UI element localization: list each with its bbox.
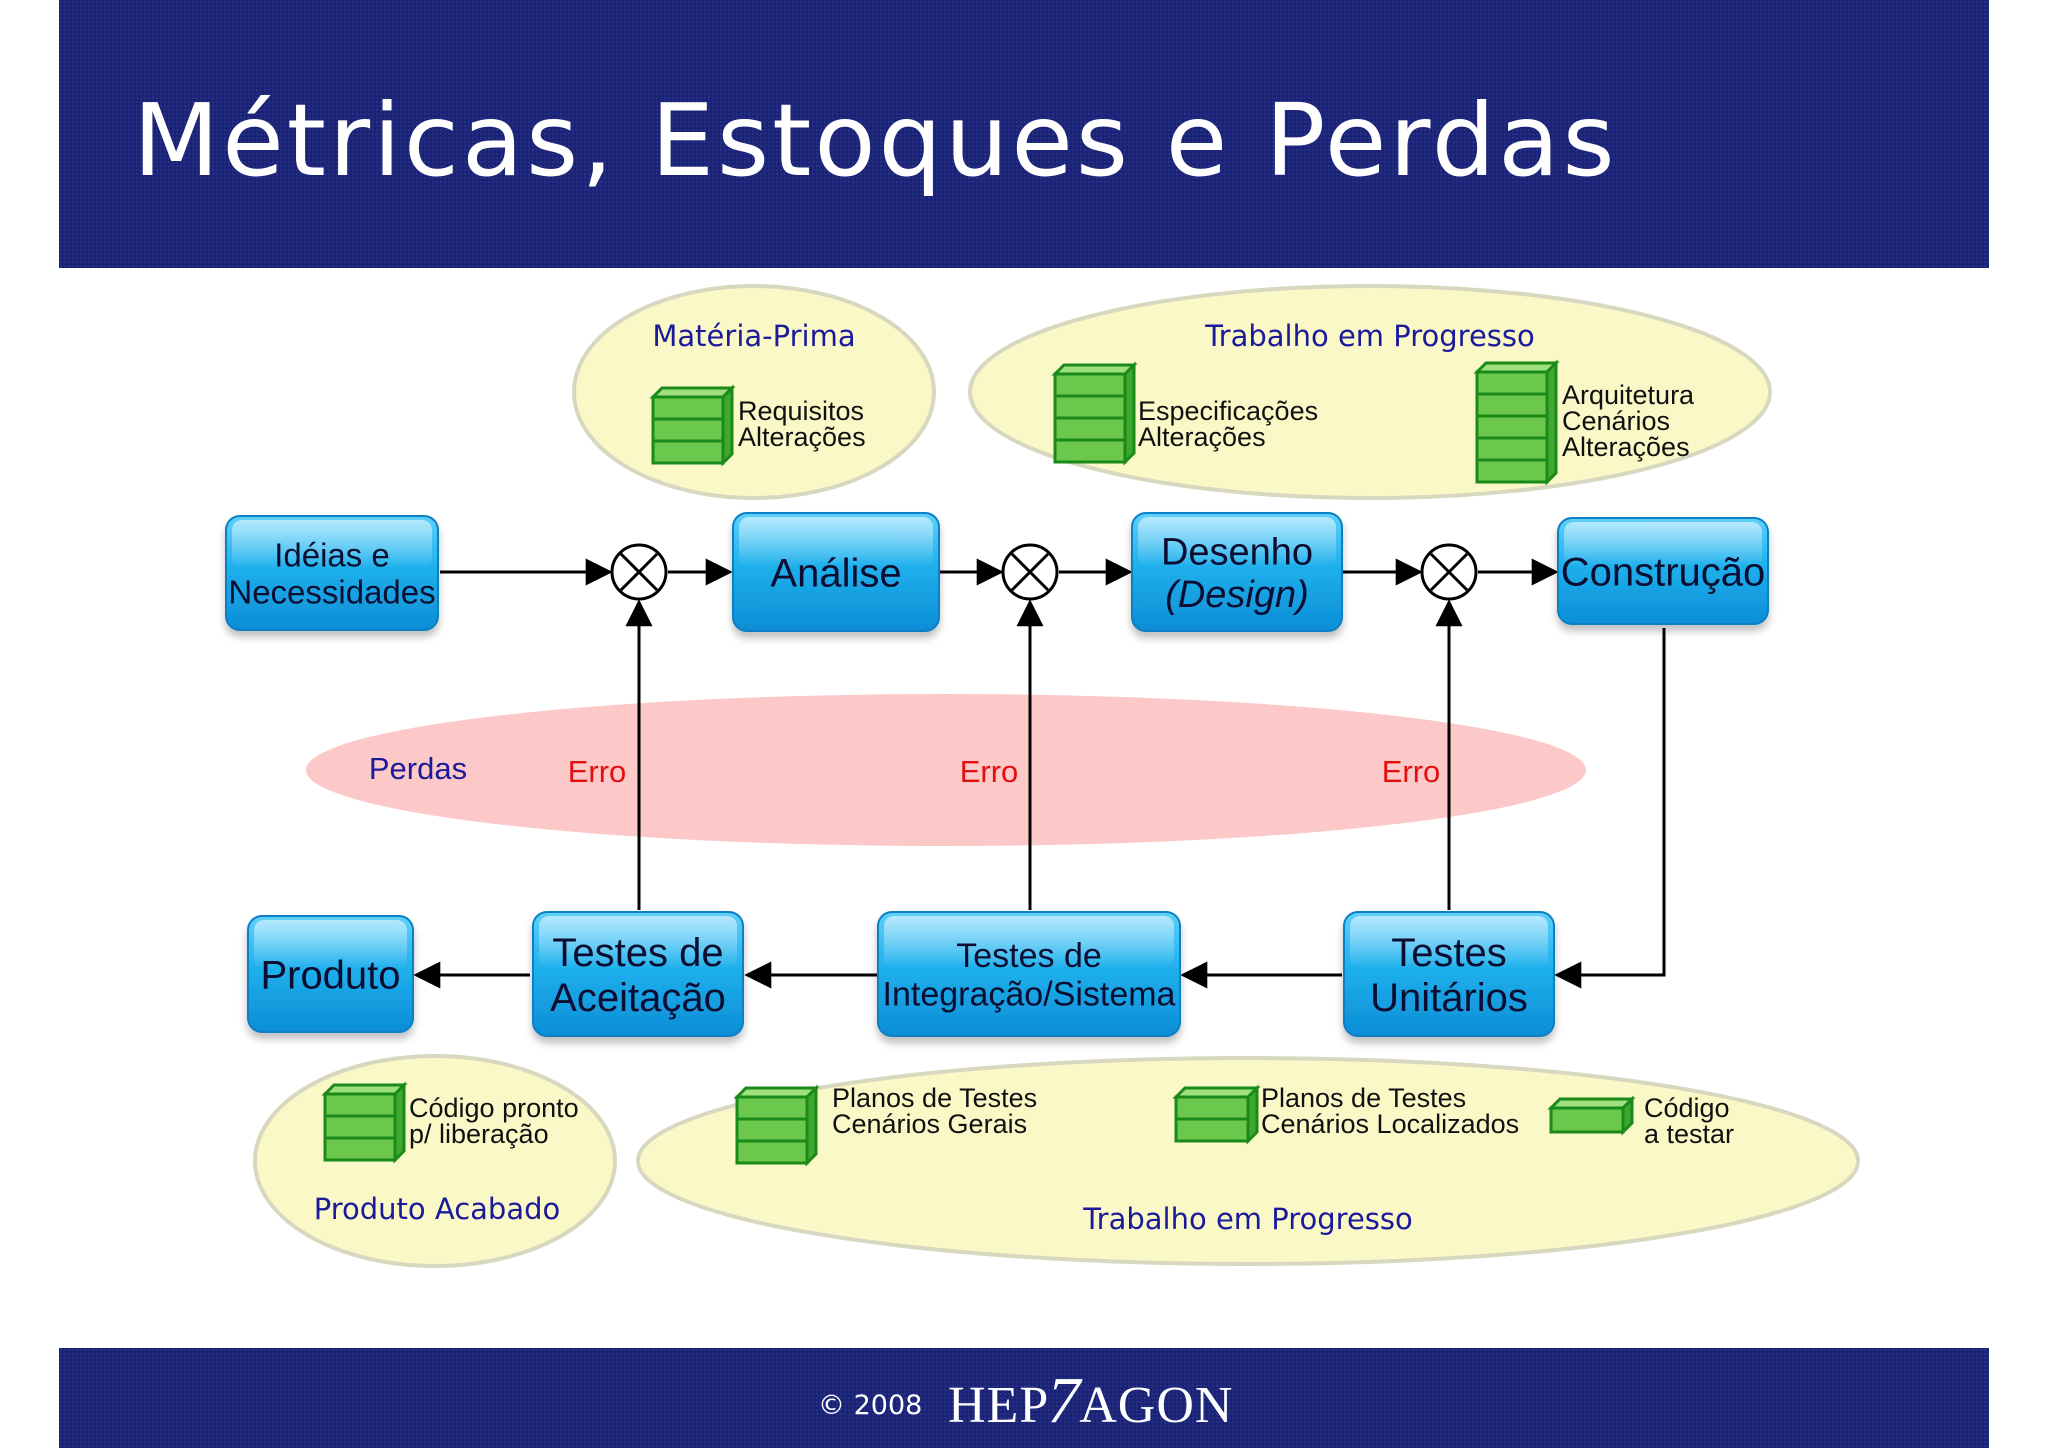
stock-icon-requisitos — [649, 384, 736, 467]
stock-icon-planos-gerais — [733, 1084, 820, 1167]
node-ideias-line-0: Idéias e — [274, 536, 390, 573]
node-desenho: Desenho(Design) — [1131, 512, 1343, 632]
junction-3 — [1420, 543, 1478, 601]
wip-bottom-label: Trabalho em Progresso — [1082, 1202, 1413, 1236]
stock-label-codigo-pronto-1: p/ liberação — [409, 1119, 549, 1149]
wip-top-group: Trabalho em Progresso — [968, 284, 1772, 500]
stock-label-arquitetura-1: Cenários — [1562, 406, 1670, 436]
stock-label-codigo-testar-0: Código — [1644, 1093, 1730, 1123]
node-produto: Produto — [247, 915, 414, 1033]
stock-label-planos-gerais-0: Planos de Testes — [832, 1083, 1037, 1113]
connectors — [413, 558, 1666, 989]
inventory-stocks: RequisitosAlteraçõesEspecificaçõesAltera… — [321, 359, 1734, 1167]
stock-label-arquitetura-2: Alterações — [1562, 432, 1690, 462]
junction-2 — [1001, 543, 1059, 601]
stock-label-planos-localizados-1: Cenários Localizados — [1261, 1109, 1519, 1139]
stock-label-planos-localizados-0: Planos de Testes — [1261, 1083, 1466, 1113]
error-label-3: Erro — [1382, 754, 1441, 789]
produto-acabado-group: Produto Acabado — [253, 1054, 617, 1268]
copyright-text: © 2008 — [818, 1390, 923, 1421]
materia-prima-group: Matéria-Prima — [572, 284, 936, 500]
heptagon-logo: HEP7AGON — [948, 1363, 1233, 1439]
node-desenho-line-0: Desenho — [1161, 531, 1313, 573]
junction-1 — [610, 543, 668, 601]
slide-title: Métricas, Estoques e Perdas — [133, 82, 1618, 199]
logo-part-2: AGON — [1079, 1377, 1234, 1434]
logo-part-1: HEP — [948, 1377, 1050, 1434]
title-band — [59, 0, 1989, 268]
stock-label-requisitos-1: Alterações — [738, 422, 866, 452]
perdas-label: Perdas — [369, 751, 467, 786]
stock-icon-codigo-testar — [1547, 1095, 1636, 1136]
stock-label-arquitetura-0: Arquitetura — [1562, 380, 1695, 410]
error-label-2: Erro — [960, 754, 1019, 789]
node-integracao-line-1: Integração/Sistema — [883, 975, 1176, 1013]
stock-label-requisitos-0: Requisitos — [738, 396, 864, 426]
arrow-construcao-unitarios — [1554, 628, 1666, 989]
stock-label-codigo-testar-1: a testar — [1644, 1119, 1734, 1149]
node-ideias-line-1: Necessidades — [228, 573, 435, 610]
node-analise-line-0: Análise — [770, 551, 901, 595]
error-label-1: Erro — [568, 754, 627, 789]
stock-icon-planos-localizados — [1172, 1084, 1261, 1145]
node-aceitacao-line-0: Testes de — [552, 931, 723, 975]
stock-label-codigo-pronto-0: Código pronto — [409, 1093, 579, 1123]
node-aceitacao-line-1: Aceitação — [550, 976, 726, 1020]
node-unitarios-line-0: Testes — [1391, 931, 1507, 975]
node-integracao-line-0: Testes de — [956, 937, 1102, 975]
node-desenho-line-1: (Design) — [1165, 574, 1309, 616]
logo-seven: 7 — [1047, 1364, 1082, 1437]
stock-icon-arquitetura — [1473, 359, 1560, 486]
materia-prima-label: Matéria-Prima — [652, 319, 855, 353]
node-construcao: Construção — [1557, 517, 1769, 625]
node-unitarios-line-1: Unitários — [1370, 976, 1528, 1020]
stock-label-especificacoes-1: Alterações — [1138, 422, 1266, 452]
produto-acabado-label: Produto Acabado — [314, 1192, 561, 1226]
footer-band — [59, 1348, 1989, 1448]
stock-label-especificacoes-0: Especificações — [1138, 396, 1318, 426]
node-analise: Análise — [732, 512, 940, 632]
stock-label-planos-gerais-1: Cenários Gerais — [832, 1109, 1027, 1139]
node-construcao-line-0: Construção — [1561, 550, 1766, 594]
losses-group: Perdas — [306, 694, 1586, 846]
stock-icon-codigo-pronto — [321, 1081, 408, 1164]
node-produto-line-0: Produto — [260, 953, 400, 997]
wip-top-label: Trabalho em Progresso — [1204, 319, 1535, 353]
stock-icon-especificacoes — [1051, 361, 1138, 466]
